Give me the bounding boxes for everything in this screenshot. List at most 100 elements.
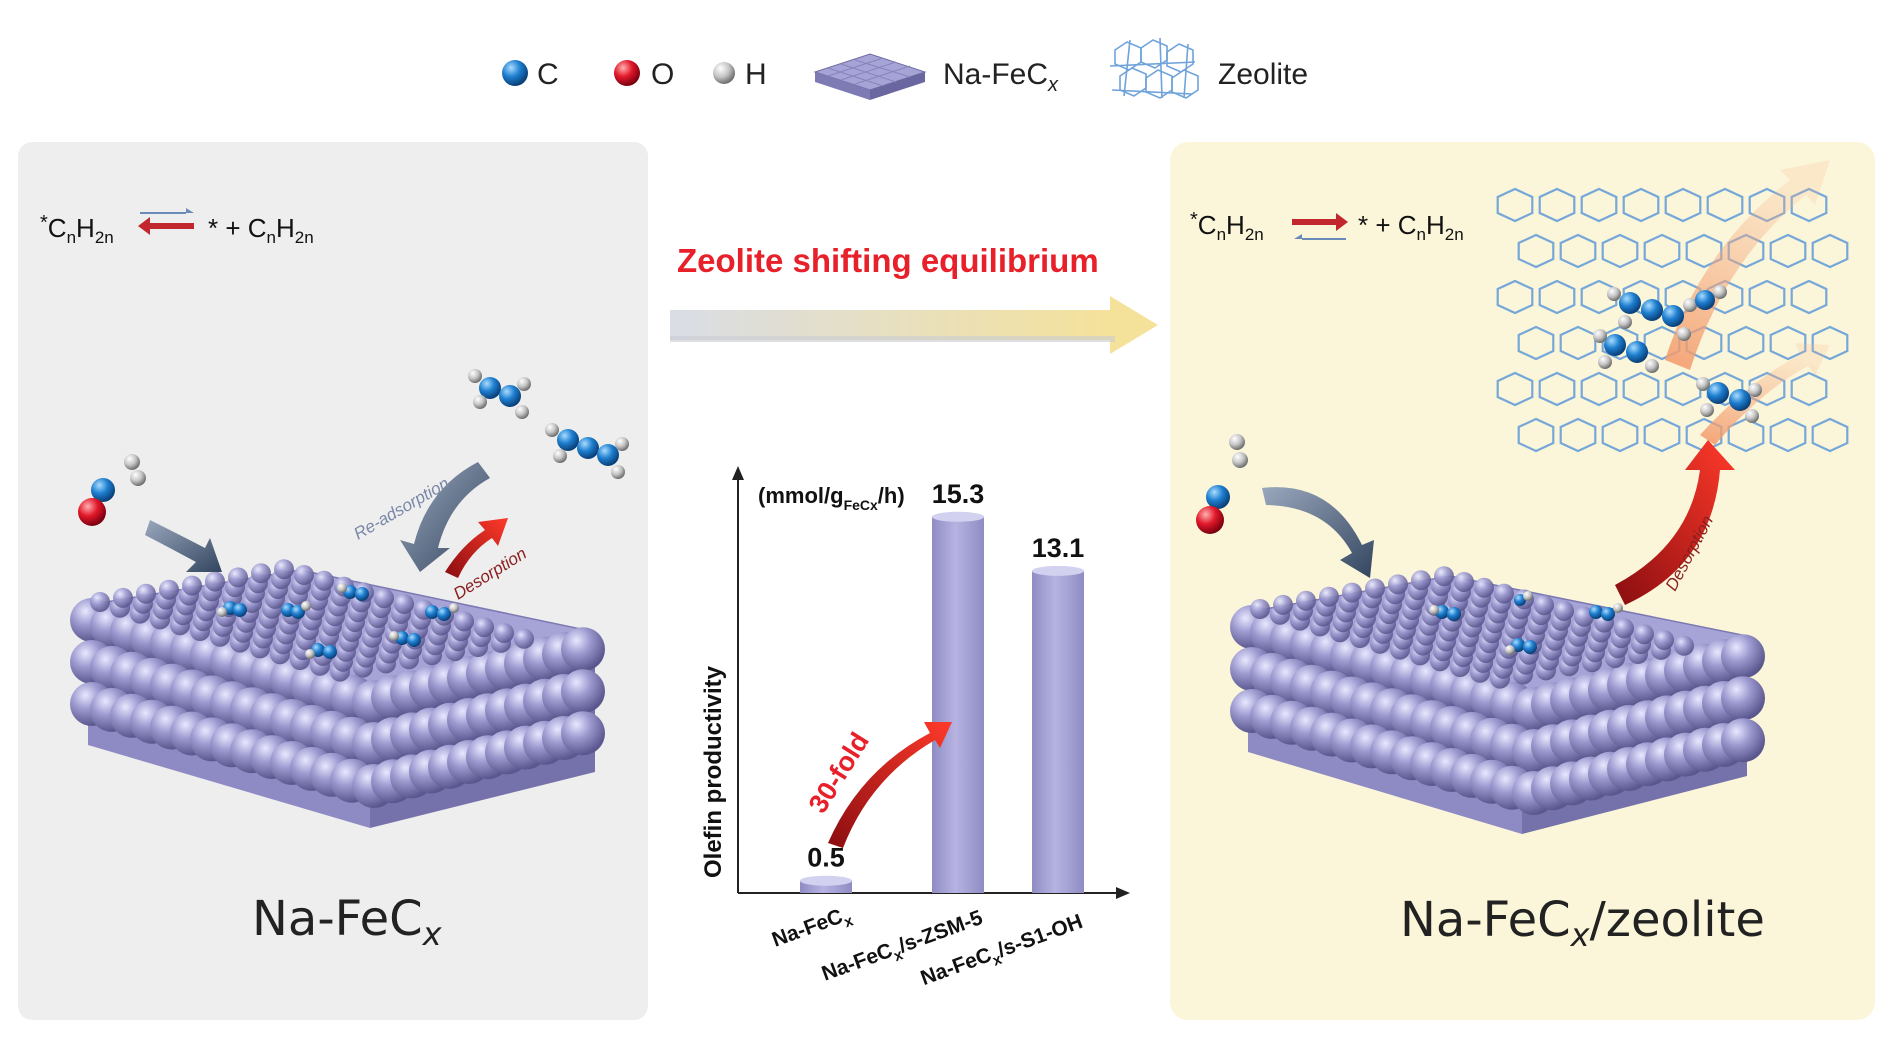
left-equilibrium-equation: *CnH2n * + CnH2n bbox=[40, 208, 314, 247]
slab-surface-sphere bbox=[1574, 606, 1594, 627]
x-axis-arrowhead-icon bbox=[1116, 887, 1130, 899]
hydrogen-atom-icon bbox=[713, 62, 735, 84]
slab-surface-sphere bbox=[314, 570, 334, 591]
slab-surface-sphere bbox=[1411, 570, 1431, 591]
left-panel: *CnH2n * + CnH2n bbox=[18, 142, 648, 1020]
zeolite-ring bbox=[1517, 417, 1555, 453]
category-label-1: Na-FeCx bbox=[769, 902, 856, 957]
right-surface-adsorbates bbox=[1429, 591, 1623, 655]
legend: C O H Na-FeCx Zeolite bbox=[502, 37, 1308, 100]
zeolite-ring bbox=[1496, 371, 1534, 407]
right-desorption-arrow-icon bbox=[1615, 440, 1735, 605]
zeolite-ring bbox=[1580, 187, 1618, 223]
slab-surface-sphere bbox=[182, 575, 202, 596]
slab-surface-sphere bbox=[374, 588, 394, 609]
slab-surface-sphere bbox=[90, 592, 110, 612]
shift-section: Zeolite shifting equilibrium bbox=[670, 242, 1158, 354]
slab-surface-sphere bbox=[1296, 590, 1316, 611]
zeolite-ring bbox=[1559, 233, 1597, 269]
zeolite-ring bbox=[1538, 371, 1576, 407]
zeolite-ring bbox=[1685, 233, 1723, 269]
slab-surface-sphere bbox=[454, 611, 474, 632]
legend-label-nafecx: Na-FeC bbox=[943, 58, 1048, 91]
slab-surface-sphere bbox=[1554, 601, 1574, 621]
slab-surface-sphere bbox=[1365, 578, 1385, 599]
right-panel: *CnH2n * + CnH2n bbox=[1170, 142, 1875, 1020]
slab-surface-sphere bbox=[394, 594, 414, 614]
bar-value-label-1: 0.5 bbox=[807, 843, 845, 873]
thirty-fold-arrow-icon bbox=[828, 722, 952, 848]
zeolite-ring bbox=[1538, 187, 1576, 223]
left-olefin-molecule-1 bbox=[468, 369, 531, 419]
slab-surface-sphere bbox=[1319, 586, 1339, 607]
slab-sphere bbox=[561, 627, 605, 672]
y-axis-arrowhead-icon bbox=[732, 466, 744, 480]
right-panel-caption: Na-FeC bbox=[1400, 892, 1571, 948]
svg-text:(mmol/gFeCx/h): (mmol/gFeCx/h) bbox=[758, 483, 905, 513]
zeolite-ring bbox=[1622, 371, 1660, 407]
legend-label-hydrogen: H bbox=[745, 58, 767, 91]
legend-label-oxygen: O bbox=[651, 58, 674, 91]
zeolite-ring bbox=[1601, 417, 1639, 453]
zeolite-ring bbox=[1559, 417, 1597, 453]
zeolite-ring bbox=[1811, 417, 1849, 453]
bar-value-label-2: 15.3 bbox=[932, 479, 985, 509]
bar-cap-3 bbox=[1032, 565, 1084, 576]
zeolite-ring bbox=[1727, 325, 1765, 361]
slab-surface-sphere bbox=[1674, 635, 1694, 656]
svg-text:Na-FeCx/zeolite: Na-FeCx/zeolite bbox=[1400, 892, 1765, 954]
zeolite-ring bbox=[1538, 279, 1576, 315]
category-label-base: Na-FeC bbox=[769, 905, 846, 952]
slab-surface-sphere bbox=[514, 628, 534, 649]
right-reactants bbox=[1196, 434, 1248, 534]
left-equilibrium-arrows-icon bbox=[138, 208, 194, 235]
category-label-base: Na-FeC bbox=[918, 943, 995, 990]
zeolite-ring bbox=[1601, 233, 1639, 269]
slab-sphere bbox=[561, 669, 605, 714]
right-panel-caption-sub: x bbox=[1570, 916, 1591, 954]
legend-label-carbon: C bbox=[537, 58, 559, 91]
slab-surface-sphere bbox=[1494, 583, 1514, 604]
right-catalyst-slab bbox=[1230, 566, 1765, 834]
chart-unit-sub: FeCx bbox=[844, 497, 878, 513]
slab-surface-sphere bbox=[251, 563, 271, 584]
zeolite-olefins bbox=[1593, 285, 1762, 423]
slab-surface-sphere bbox=[1474, 577, 1494, 598]
left-panel-caption: Na-FeC bbox=[252, 891, 423, 947]
zeolite-ring bbox=[1769, 325, 1807, 361]
slab-surface-sphere bbox=[1388, 574, 1408, 595]
left-desorption-arrow-icon bbox=[445, 518, 508, 578]
zeolite-ring bbox=[1811, 233, 1849, 269]
slab-surface-sphere bbox=[1342, 582, 1362, 603]
zeolite-ring bbox=[1706, 187, 1744, 223]
zeolite-ring bbox=[1517, 233, 1555, 269]
left-eq-star: * bbox=[40, 212, 48, 234]
carbon-atom-icon bbox=[502, 60, 528, 86]
right-panel-background bbox=[1170, 142, 1875, 1020]
category-label-sub: x bbox=[842, 912, 856, 931]
svg-text:* + CnH2n: * + CnH2n bbox=[208, 213, 314, 247]
right-equilibrium-arrows-icon bbox=[1292, 213, 1348, 240]
readsorption-arrow-icon bbox=[400, 462, 490, 572]
zeolite-ring bbox=[1769, 233, 1807, 269]
slab-surface-sphere bbox=[1250, 599, 1270, 619]
zeolite-ring bbox=[1643, 233, 1681, 269]
left-adsorbates bbox=[78, 369, 629, 659]
slab-surface-sphere bbox=[494, 623, 514, 643]
zeolite-ring bbox=[1769, 417, 1807, 453]
left-slab-spheres bbox=[70, 559, 605, 808]
slab-sphere bbox=[1721, 676, 1765, 721]
shift-label: Zeolite shifting equilibrium bbox=[677, 242, 1099, 279]
svg-text:*CnH2n: *CnH2n bbox=[1190, 209, 1264, 244]
right-equilibrium-equation: *CnH2n * + CnH2n bbox=[1190, 209, 1464, 244]
zeolite-ring bbox=[1811, 325, 1849, 361]
productivity-chart: (mmol/gFeCx/h) Olefin productivity 0.5Na… bbox=[700, 466, 1130, 990]
slab-surface-sphere bbox=[159, 579, 179, 600]
slab-surface-sphere bbox=[1454, 572, 1474, 592]
slab-surface-sphere bbox=[205, 571, 225, 592]
slab-surface-sphere bbox=[1634, 624, 1654, 645]
svg-text:Na-FeCx: Na-FeCx bbox=[943, 58, 1059, 96]
slab-surface-sphere bbox=[113, 587, 133, 608]
right-feed-arrow-icon bbox=[1262, 487, 1374, 578]
